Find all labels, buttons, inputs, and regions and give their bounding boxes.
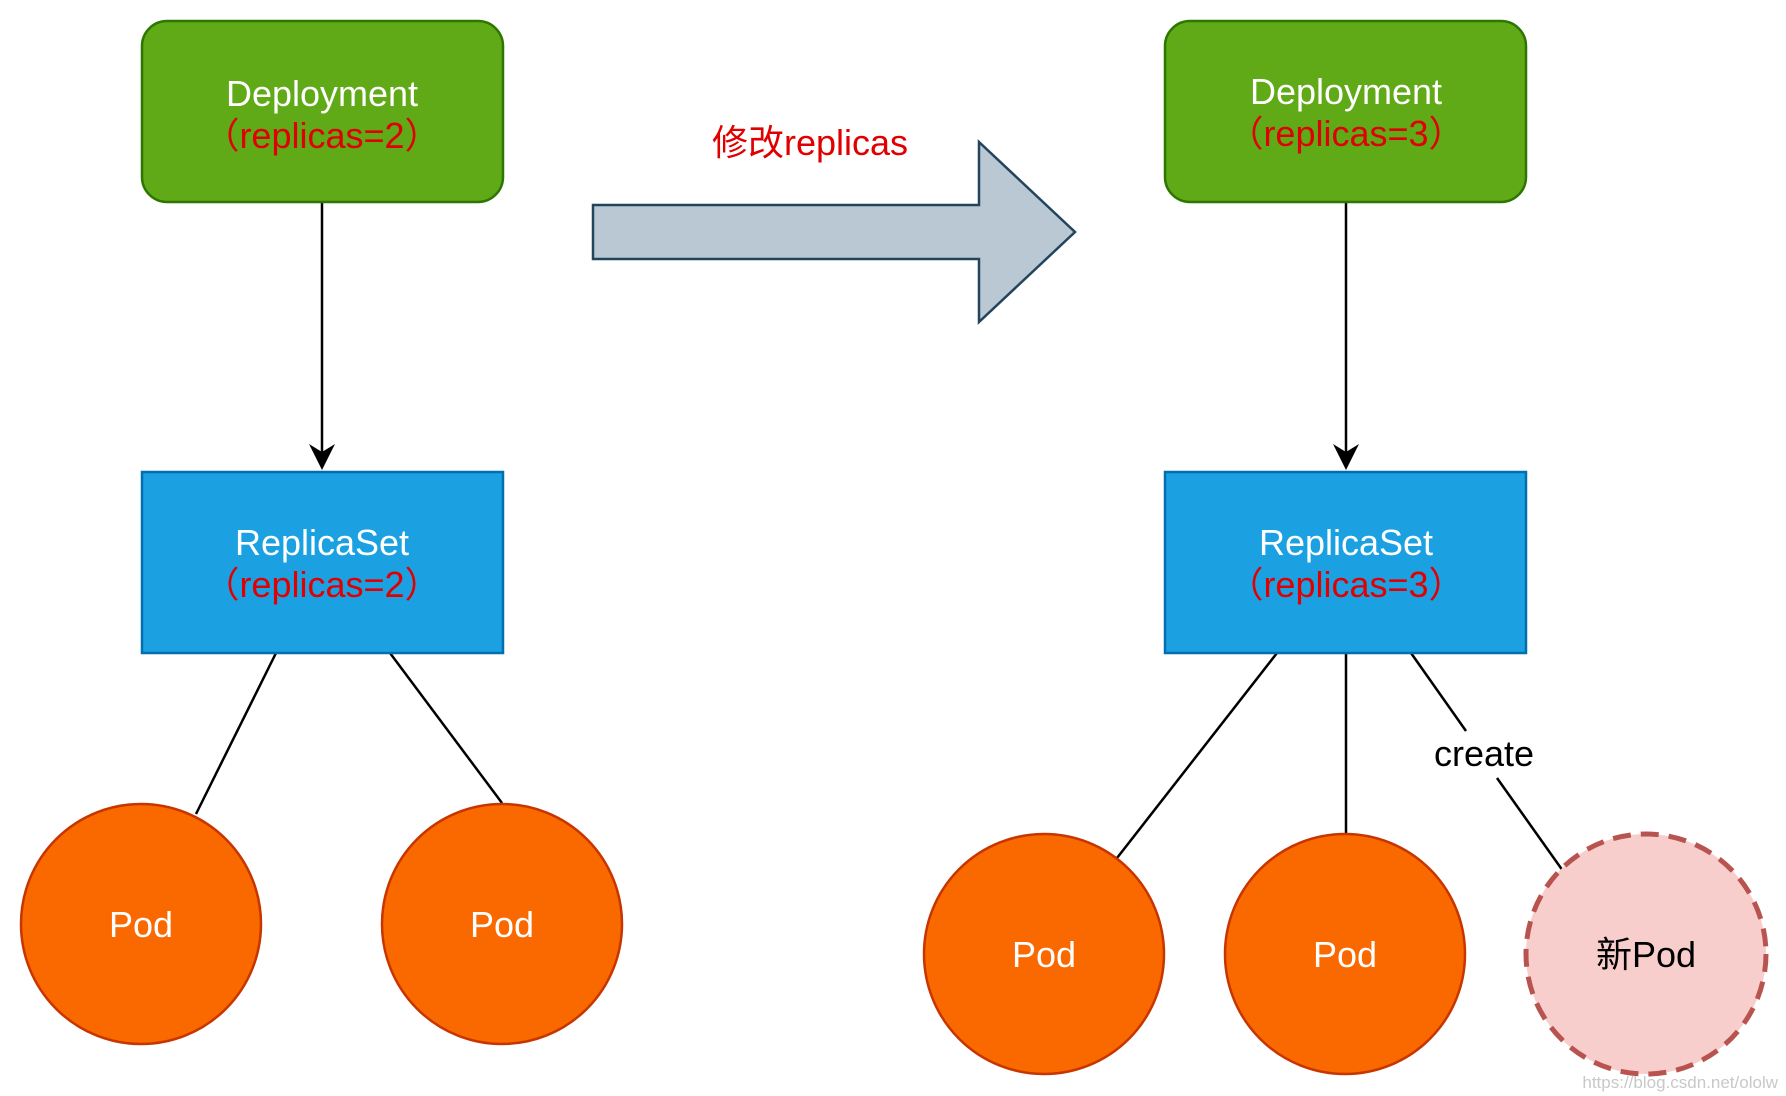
right-deployment-name: Deployment xyxy=(1250,71,1442,112)
left-pod-2: Pod xyxy=(380,802,624,1046)
right-new-pod: 新Pod xyxy=(1523,831,1769,1077)
left-replicaset-to-pod2-line xyxy=(388,652,504,804)
right-new-pod-circle xyxy=(1523,831,1769,1077)
right-pod-1-circle xyxy=(922,832,1166,1076)
right-pod-1-label: Pod xyxy=(1012,934,1076,975)
transition-arrow: 修改replicas xyxy=(591,122,1077,325)
left-deployment-name: Deployment xyxy=(226,73,418,114)
left-pod-2-label: Pod xyxy=(470,904,534,945)
right-pod-2: Pod xyxy=(1223,832,1467,1076)
right-replicaset-box xyxy=(1163,470,1528,655)
watermark-text: https://blog.csdn.net/ololw xyxy=(1582,1073,1778,1092)
right-replicaset-to-pod1-line xyxy=(1116,652,1278,859)
left-pod-1: Pod xyxy=(19,802,263,1046)
right-replicaset-node: ReplicaSet （replicas=3） xyxy=(1163,470,1528,655)
left-pod-2-circle xyxy=(380,802,624,1046)
left-replicaset-replicas: （replicas=2） xyxy=(203,564,440,605)
left-replicaset-node: ReplicaSet （replicas=2） xyxy=(140,470,505,655)
left-replicaset-name: ReplicaSet xyxy=(235,522,409,563)
right-replicaset-to-newpod-line-top xyxy=(1409,652,1468,732)
right-deployment-node: Deployment （replicas=3） xyxy=(1163,19,1528,204)
left-arrowhead xyxy=(309,444,335,470)
right-arrowhead xyxy=(1333,444,1359,470)
left-deployment-node: Deployment （replicas=2） xyxy=(140,19,505,204)
transition-label: 修改replicas xyxy=(712,122,908,163)
create-edge-label: create xyxy=(1434,733,1534,774)
right-replicaset-name: ReplicaSet xyxy=(1259,522,1433,563)
right-replicaset-to-newpod-line-bottom xyxy=(1495,777,1565,872)
right-deployment-box xyxy=(1163,19,1528,204)
left-replicaset-box xyxy=(140,470,505,655)
big-right-arrow-icon xyxy=(591,139,1077,325)
right-replicaset-replicas: （replicas=3） xyxy=(1227,564,1464,605)
right-pod-1: Pod xyxy=(922,832,1166,1076)
right-new-pod-label: 新Pod xyxy=(1596,934,1696,975)
left-deployment-replicas: （replicas=2） xyxy=(203,115,440,156)
left-deployment-box xyxy=(140,19,505,204)
right-deployment-replicas: （replicas=3） xyxy=(1227,113,1464,154)
right-pod-2-label: Pod xyxy=(1313,934,1377,975)
left-pod-1-label: Pod xyxy=(109,904,173,945)
left-replicaset-to-pod1-line xyxy=(194,652,278,815)
right-pod-2-circle xyxy=(1223,832,1467,1076)
left-pod-1-circle xyxy=(19,802,263,1046)
